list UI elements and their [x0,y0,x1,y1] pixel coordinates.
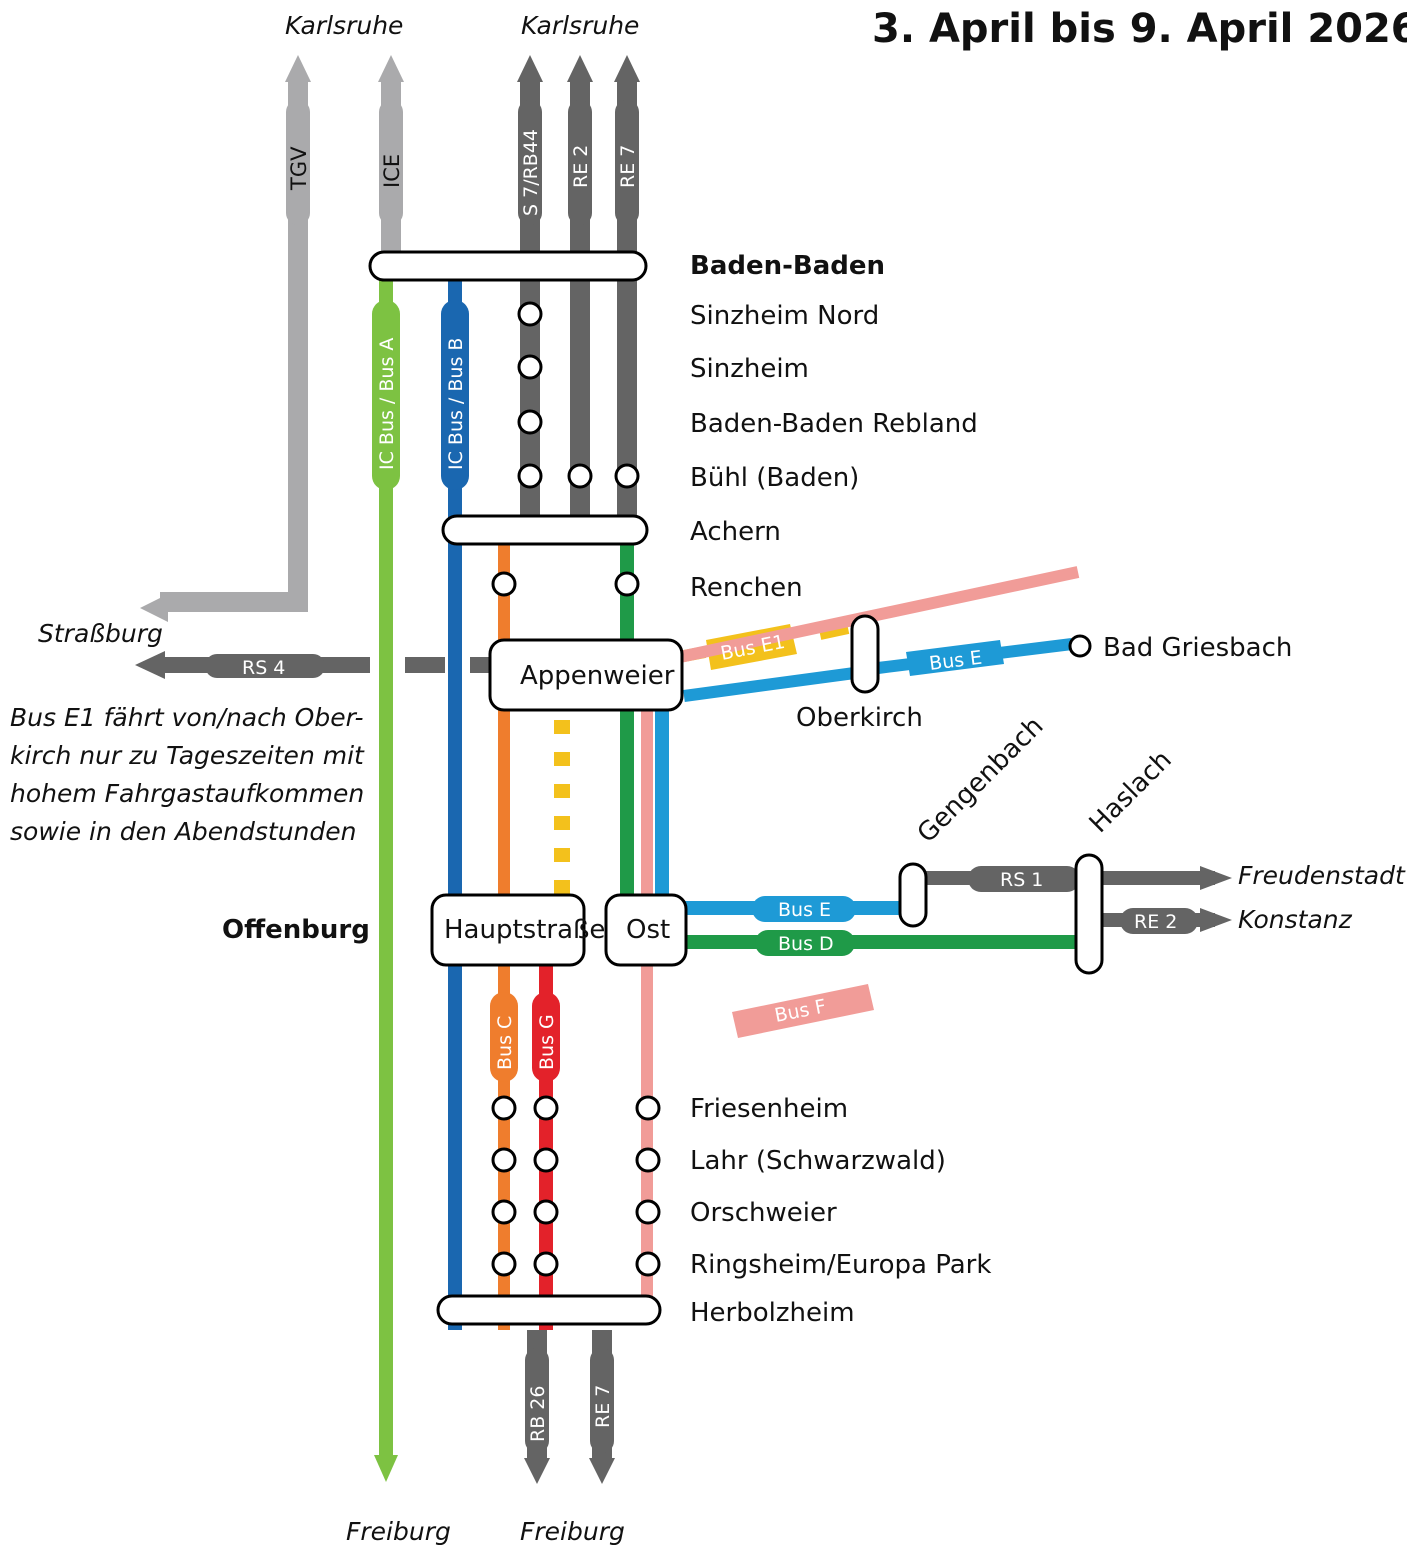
stop-ringsheim-g [533,1251,559,1277]
label-rs4: RS 4 [242,657,285,679]
station-label-appenweier: Appenweier [520,661,675,691]
note-line-3: hohem Fahrgastaufkommen [10,779,364,808]
station-label-friesenheim: Friesenheim [690,1094,848,1124]
station-bar-achern[interactable] [441,514,649,546]
label-rb26: RB 26 [527,1386,549,1442]
station-box-appenweier[interactable] [488,638,684,712]
station-label-achern: Achern [690,517,781,547]
direction-freudenstadt: Freudenstadt [1238,861,1406,890]
note-line-1: Bus E1 fährt von/nach Ober- [10,703,364,732]
label-ice: ICE [380,154,404,188]
line-bus-d [620,545,1078,956]
station-label-baden-baden: Baden-Baden [690,251,885,281]
stop-lahr-f [635,1147,661,1173]
stop-buehl-s7 [517,463,543,489]
station-bar-gengenbach[interactable] [898,862,928,928]
label-bus-c: Bus C [494,1016,516,1070]
station-label-bad-griesbach: Bad Griesbach [1103,633,1292,663]
station-bar-herbolzheim[interactable] [436,1294,662,1326]
stop-buehl-re7 [614,463,640,489]
label-tgv: TGV [287,146,311,191]
line-re7-north [614,55,640,528]
page-title: 3. April bis 9. April 2026 [872,6,1407,52]
line-ic-bus-a [372,278,400,1482]
station-box-hauptstrasse[interactable] [430,893,586,967]
station-label-renchen: Renchen [690,573,803,603]
line-ic-bus-b [441,278,469,1330]
line-ice [378,55,404,262]
stop-ringsheim-f [635,1251,661,1277]
note-bus-e1: Bus E1 fährt von/nach Ober- kirch nur zu… [10,703,365,846]
line-re7-south [589,1330,615,1484]
line-rb26 [524,1330,550,1484]
stop-orschweier-c [491,1199,517,1225]
label-bus-g: Bus G [536,1014,558,1070]
direction-freiburg-1: Freiburg [346,1517,451,1546]
direction-karlsruhe-2: Karlsruhe [521,11,639,40]
label-ic-bus-b: IC Bus / Bus B [445,338,467,470]
label-s7-rb44: S 7/RB44 [520,129,542,216]
station-label-sinzheim-nord: Sinzheim Nord [690,301,879,331]
stop-friesenheim-c [491,1095,517,1121]
station-label-gengenbach: Gengenbach [912,711,1050,849]
label-re7-south: RE 7 [592,1385,614,1428]
stop-sinzheim-nord [517,301,543,327]
station-label-hauptstrasse: Hauptstraße [444,915,605,945]
stop-ringsheim-c [491,1251,517,1277]
station-label-lahr: Lahr (Schwarzwald) [690,1146,946,1176]
station-label-haslach: Haslach [1084,745,1178,839]
line-rs4 [135,651,495,679]
station-label-rebland: Baden-Baden Rebland [690,409,978,439]
note-line-4: sowie in den Abendstunden [10,817,357,846]
station-bar-baden-baden[interactable] [368,250,648,282]
stop-orschweier-f [635,1199,661,1225]
station-bar-haslach[interactable] [1074,853,1104,975]
label-bus-d: Bus D [778,933,834,955]
stop-renchen-orange [491,571,517,597]
stop-orschweier-g [533,1199,559,1225]
station-label-ringsheim: Ringsheim/Europa Park [690,1250,991,1280]
stop-sinzheim [517,354,543,380]
station-label-offenburg: Offenburg [222,915,370,945]
station-label-buehl: Bühl (Baden) [690,463,859,493]
stop-renchen-green [614,571,640,597]
stop-lahr-c [491,1147,517,1173]
label-bus-e-ost: Bus E [778,899,831,921]
stop-friesenheim-f [635,1095,661,1121]
direction-karlsruhe-1: Karlsruhe [285,11,403,40]
line-tgv [140,55,311,622]
line-s7-rb44 [517,55,543,528]
direction-konstanz: Konstanz [1238,905,1353,934]
direction-freiburg-2: Freiburg [520,1517,625,1546]
station-label-oberkirch: Oberkirch [796,703,923,733]
stop-rebland [517,409,543,435]
label-re2-konstanz: RE 2 [1134,911,1177,933]
station-label-ost: Ost [626,915,670,945]
note-line-2: kirch nur zu Tageszeiten mit [10,741,365,770]
station-label-sinzheim: Sinzheim [690,354,809,384]
stop-lahr-g [533,1147,559,1173]
stop-friesenheim-g [533,1095,559,1121]
line-re2-konstanz [1092,908,1232,934]
station-label-orschweier: Orschweier [690,1198,837,1228]
stop-circles [491,301,1092,1277]
label-ic-bus-a: IC Bus / Bus A [376,338,398,470]
line-bus-e [655,638,1073,922]
label-rs1: RS 1 [1000,869,1043,891]
station-box-ost[interactable] [604,893,688,967]
stop-bad-griesbach [1068,634,1092,658]
label-re2-north: RE 2 [570,145,592,188]
line-rs1 [920,866,1232,892]
label-bus-f: Bus F [773,995,828,1027]
direction-strassburg: Straßburg [38,619,163,648]
label-re7-north: RE 7 [617,145,639,188]
station-label-herbolzheim: Herbolzheim [690,1298,855,1328]
station-bar-oberkirch[interactable] [850,614,880,694]
stop-buehl-re2 [567,463,593,489]
line-re2-north [567,55,593,528]
